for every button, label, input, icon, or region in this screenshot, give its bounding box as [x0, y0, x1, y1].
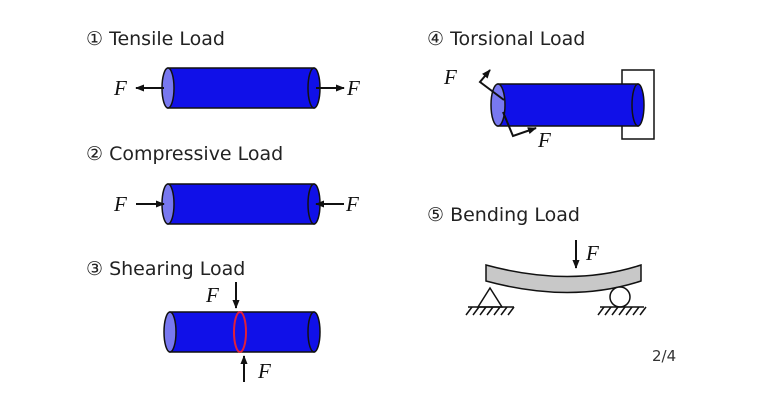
roller-support: [597, 286, 647, 316]
tensile-cylinder: [161, 67, 321, 109]
tensile-force-label-right: F: [346, 76, 360, 100]
torsional-load-title: ④ Torsional Load: [427, 28, 586, 50]
shearing-load-title: ③ Shearing Load: [86, 258, 246, 280]
torsion-arrow-bottom: [502, 111, 537, 138]
shearing-cylinder: [163, 311, 321, 353]
shear-plane: [233, 311, 247, 353]
torsion-force-label-bottom: F: [537, 128, 551, 152]
shearing-force-label-bottom: F: [257, 359, 271, 383]
torsion-force-label-top: F: [443, 65, 457, 89]
bending-force-label: F: [585, 241, 599, 265]
bending-beam: [485, 263, 642, 294]
bending-load-title: ⑤ Bending Load: [427, 204, 580, 226]
tensile-force-label-left: F: [113, 76, 127, 100]
torsional-cylinder: [490, 83, 645, 127]
compressive-force-label-right: F: [345, 192, 359, 216]
compressive-load-title: ② Compressive Load: [86, 143, 284, 165]
page-number: 2/4: [652, 347, 677, 365]
torsion-arrow-top: [478, 69, 505, 101]
pin-support: [465, 286, 515, 316]
compressive-cylinder: [161, 183, 321, 225]
compressive-force-label-left: F: [113, 192, 127, 216]
shearing-force-label-top: F: [205, 283, 219, 307]
tensile-load-title: ① Tensile Load: [86, 28, 225, 50]
